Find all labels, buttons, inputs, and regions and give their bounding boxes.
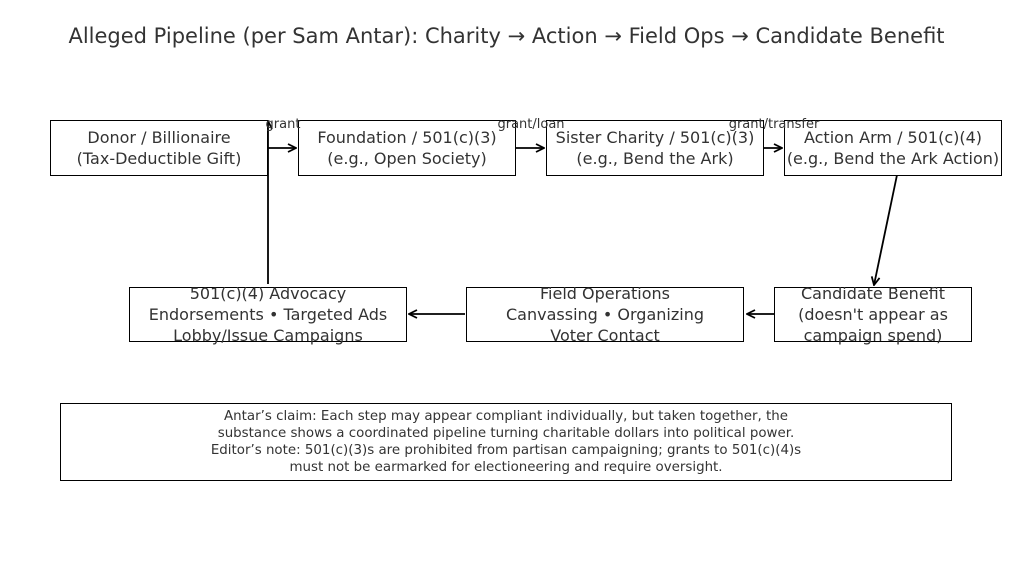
node-advocacy: 501(c)(4) Advocacy Endorsements • Target… (129, 284, 407, 345)
node-action-arm: Action Arm / 501(c)(4) (e.g., Bend the A… (784, 120, 1002, 176)
edge-label-grant-transfer: grant/transfer (728, 117, 820, 132)
node-candidate-benefit-line-1: Candidate Benefit (800, 284, 946, 303)
node-field-operations: Field Operations Canvassing • Organizing… (466, 284, 744, 345)
node-advocacy-line-3: Lobby/Issue Campaigns (173, 326, 363, 345)
note-line-2: substance shows a coordinated pipeline t… (217, 426, 795, 441)
node-field-operations-line-3: Voter Contact (550, 326, 660, 345)
edge-label-grant-loan: grant/loan (497, 117, 565, 132)
node-advocacy-line-1: 501(c)(4) Advocacy (189, 284, 347, 303)
node-foundation-line-1: Foundation / 501(c)(3) (317, 128, 497, 147)
node-sister-charity-line-2: (e.g., Bend the Ark) (576, 149, 734, 168)
note-line-3: Editor’s note: 501(c)(3)s are prohibited… (210, 443, 802, 458)
node-donor-line-2: (Tax-Deductible Gift) (76, 149, 242, 168)
node-foundation: Foundation / 501(c)(3) (e.g., Open Socie… (298, 120, 516, 176)
node-donor-line-1: Donor / Billionaire (87, 128, 231, 147)
edge-label-grant: grant (265, 117, 301, 132)
node-foundation-line-2: (e.g., Open Society) (327, 149, 487, 168)
node-candidate-benefit: Candidate Benefit (doesn't appear as cam… (774, 284, 972, 345)
note-box: Antar’s claim: Each step may appear comp… (60, 403, 952, 481)
node-advocacy-line-2: Endorsements • Targeted Ads (148, 305, 388, 324)
node-donor: Donor / Billionaire (Tax-Deductible Gift… (50, 120, 268, 176)
node-sister-charity: Sister Charity / 501(c)(3) (e.g., Bend t… (546, 120, 764, 176)
note-line-1: Antar’s claim: Each step may appear comp… (224, 409, 788, 424)
node-candidate-benefit-line-2: (doesn't appear as (798, 305, 948, 324)
node-field-operations-line-2: Canvassing • Organizing (506, 305, 704, 324)
node-candidate-benefit-line-3: campaign spend) (803, 326, 943, 345)
node-action-arm-line-1: Action Arm / 501(c)(4) (803, 128, 983, 147)
node-sister-charity-line-1: Sister Charity / 501(c)(3) (555, 128, 755, 147)
diagram-title: Alleged Pipeline (per Sam Antar): Charit… (68, 24, 945, 48)
node-action-arm-line-2: (e.g., Bend the Ark Action) (786, 149, 1000, 168)
node-field-operations-line-1: Field Operations (540, 284, 670, 303)
note-line-4: must not be earmarked for electioneering… (289, 460, 723, 475)
